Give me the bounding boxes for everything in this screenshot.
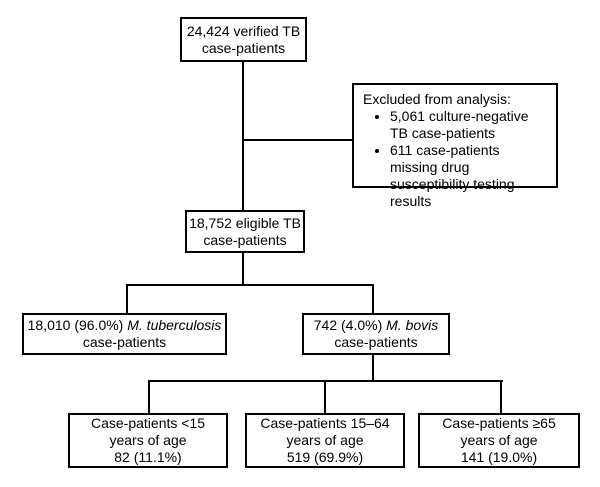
box-verified-line2: case-patients (201, 39, 286, 56)
age-under-15-line2: years of age (109, 432, 187, 448)
box-m-bovis-line2: case-patients (334, 334, 418, 350)
excluded-bullet-culture-negative: 5,061 culture-negative TB case-patients (390, 108, 550, 142)
age-under-15-line1: Case-patients <15 (90, 415, 206, 431)
connector-split2-left-drop (148, 380, 150, 414)
connector-eligible-down (242, 252, 244, 286)
box-eligible-line2: case-patients (203, 231, 287, 248)
connector-split2-right-drop (500, 380, 502, 414)
excluded-title: Excluded from analysis: (363, 91, 511, 107)
box-eligible-tb: 18,752 eligible TB case-patients (185, 210, 305, 253)
age-15-64-line2: years of age (286, 432, 364, 448)
connector-to-excluded (243, 139, 353, 141)
age-65-plus-count: 141 (19.0%) (460, 449, 538, 465)
box-age-65-plus: Case-patients ≥65 years of age 141 (19.0… (418, 413, 580, 468)
excluded-bullet-list: 5,061 culture-negative TB case-patients … (363, 108, 550, 210)
age-65-plus-line1: Case-patients ≥65 (442, 415, 556, 431)
box-excluded-from-analysis: Excluded from analysis: 5,061 culture-ne… (352, 83, 558, 209)
box-m-bovis: 742 (4.0%) M. bovis case-patients (302, 313, 450, 355)
connector-split2-middle-drop (324, 380, 326, 414)
m-bovis-species: M. bovis (386, 317, 439, 333)
age-15-64-count: 519 (69.9%) (286, 449, 364, 465)
box-m-bovis-line1: 742 (4.0%) M. bovis (314, 317, 439, 334)
age-65-plus-line2: years of age (460, 432, 538, 448)
box-verified-line1: 24,424 verified TB (186, 22, 301, 39)
box-age-under-15: Case-patients <15 years of age 82 (11.1%… (68, 413, 228, 468)
connector-split1-horizontal (126, 284, 374, 286)
connector-verified-to-eligible (242, 62, 244, 212)
box-m-tuberculosis: 18,010 (96.0%) M. tuberculosis case-pati… (22, 313, 227, 355)
box-age-15-64: Case-patients 15–64 years of age 519 (69… (245, 413, 405, 468)
box-verified-tb: 24,424 verified TB case-patients (180, 17, 307, 62)
box-m-tuberculosis-line2: case-patients (82, 334, 167, 350)
box-m-tuberculosis-line1: 18,010 (96.0%) M. tuberculosis (28, 317, 222, 334)
m-tuberculosis-species: M. tuberculosis (127, 317, 222, 333)
box-eligible-line1: 18,752 eligible TB (189, 214, 301, 231)
connector-split1-left-drop (126, 284, 128, 314)
excluded-bullet-missing-dst: 611 case-patients missing drug susceptib… (390, 142, 550, 210)
age-under-15-count: 82 (11.1%) (114, 449, 182, 465)
m-bovis-count: 742 (4.0%) (313, 317, 387, 333)
connector-bovis-down (372, 353, 374, 382)
m-tuberculosis-count: 18,010 (96.0%) (27, 317, 128, 333)
connector-split1-right-drop (372, 284, 374, 314)
age-15-64-line1: Case-patients 15–64 (260, 415, 390, 431)
